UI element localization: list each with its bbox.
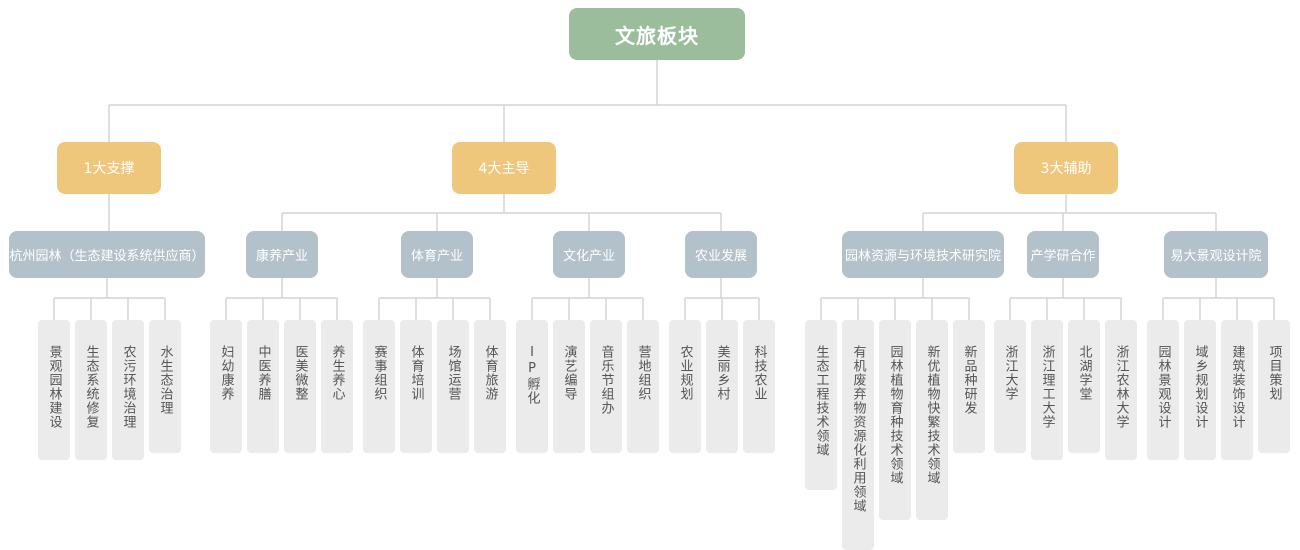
leaf-node: 浙江农林大学 <box>1105 320 1137 460</box>
leaf-node: 营地组织 <box>627 320 659 453</box>
level1-node: 4大主导 <box>452 142 556 194</box>
leaf-label: 体育旅游 <box>482 345 498 401</box>
root-node: 文旅板块 <box>569 8 745 60</box>
level1-node: 3大辅助 <box>1014 142 1118 194</box>
leaf-label: 园林景观设计 <box>1155 345 1171 429</box>
leaf-node: 水生态治理 <box>149 320 181 453</box>
leaf-node: 项目策划 <box>1258 320 1290 453</box>
leaf-node: 音乐节组办 <box>590 320 622 453</box>
leaf-node: 景观园林建设 <box>38 320 70 460</box>
leaf-label: 水生态治理 <box>157 345 173 415</box>
leaf-node: 养生养心 <box>321 320 353 453</box>
level2-node: 易大景观设计院 <box>1164 231 1268 278</box>
level2-node: 文化产业 <box>553 231 625 278</box>
leaf-label: 农污环境治理 <box>120 345 136 429</box>
leaf-label: 生态工程技术领域 <box>813 345 829 457</box>
leaf-label: 体育培训 <box>408 345 424 401</box>
leaf-node: 农业规划 <box>669 320 701 453</box>
leaf-label: 浙江大学 <box>1002 345 1018 401</box>
level2-node: 农业发展 <box>685 231 757 278</box>
leaf-node: 妇幼康养 <box>210 320 242 453</box>
leaf-label: 演艺编导 <box>561 345 577 401</box>
leaf-label: 北湖学堂 <box>1076 345 1092 401</box>
leaf-node: 生态系统修复 <box>75 320 107 460</box>
leaf-node: 浙江理工大学 <box>1031 320 1063 460</box>
level2-node: 园林资源与环境技术研究院 <box>842 231 1004 278</box>
leaf-node: 科技农业 <box>743 320 775 453</box>
leaf-label: 科技农业 <box>751 345 767 401</box>
leaf-label: 妇幼康养 <box>218 345 234 401</box>
leaf-label: 中医养膳 <box>255 345 271 401</box>
leaf-label: 美丽乡村 <box>714 345 730 401</box>
leaf-label: 浙江农林大学 <box>1113 345 1129 429</box>
leaf-node: 场馆运营 <box>437 320 469 453</box>
leaf-label: 新品种研发 <box>961 345 977 415</box>
leaf-label: 园林植物育种技术领域 <box>887 345 903 485</box>
leaf-node: 新品种研发 <box>953 320 985 453</box>
leaf-node: 农污环境治理 <box>112 320 144 460</box>
leaf-node: 生态工程技术领域 <box>805 320 837 490</box>
level1-node: 1大支撑 <box>57 142 161 194</box>
leaf-label: 场馆运营 <box>445 345 461 401</box>
leaf-label: 项目策划 <box>1266 345 1282 401</box>
leaf-label: 农业规划 <box>677 345 693 401</box>
leaf-label: 赛事组织 <box>371 345 387 401</box>
leaf-label: 浙江理工大学 <box>1039 345 1055 429</box>
leaf-label: 有机废弃物资源化利用领域 <box>850 345 866 513</box>
leaf-label: 新优植物快繁技术领域 <box>924 345 940 485</box>
leaf-node: 园林植物育种技术领域 <box>879 320 911 520</box>
leaf-node: 域乡规划设计 <box>1184 320 1216 460</box>
leaf-node: 北湖学堂 <box>1068 320 1100 453</box>
leaf-node: 体育旅游 <box>474 320 506 453</box>
level2-node: 杭州园林（生态建设系统供应商） <box>9 231 205 278</box>
leaf-node: 赛事组织 <box>363 320 395 453</box>
leaf-node: 浙江大学 <box>994 320 1026 453</box>
leaf-node: IP孵化 <box>516 320 548 453</box>
level2-node: 体育产业 <box>401 231 473 278</box>
level2-node: 产学研合作 <box>1027 231 1099 278</box>
leaf-node: 园林景观设计 <box>1147 320 1179 460</box>
leaf-label: 医美微整 <box>292 345 308 401</box>
leaf-node: 体育培训 <box>400 320 432 453</box>
leaf-label: 域乡规划设计 <box>1192 345 1208 429</box>
leaf-label: 营地组织 <box>635 345 651 401</box>
leaf-node: 新优植物快繁技术领域 <box>916 320 948 520</box>
leaf-label: 生态系统修复 <box>83 345 99 429</box>
level2-node: 康养产业 <box>246 231 318 278</box>
leaf-label: 景观园林建设 <box>46 345 62 429</box>
leaf-node: 演艺编导 <box>553 320 585 453</box>
leaf-node: 有机废弃物资源化利用领域 <box>842 320 874 550</box>
leaf-label: 音乐节组办 <box>598 345 614 415</box>
leaf-node: 医美微整 <box>284 320 316 453</box>
leaf-node: 建筑装饰设计 <box>1221 320 1253 460</box>
leaf-label: 建筑装饰设计 <box>1229 345 1245 429</box>
leaf-node: 美丽乡村 <box>706 320 738 453</box>
leaf-node: 中医养膳 <box>247 320 279 453</box>
leaf-label: 养生养心 <box>329 345 345 401</box>
leaf-label: IP孵化 <box>524 345 540 405</box>
